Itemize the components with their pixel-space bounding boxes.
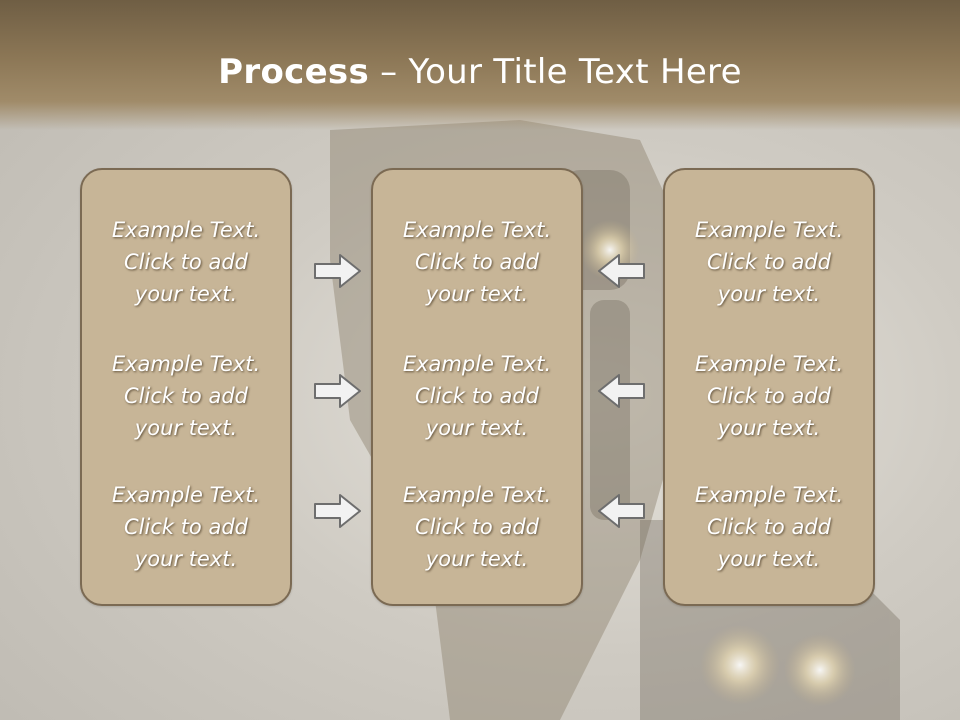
process-box-middle[interactable]: Example Text. Click to add your text. Ex… bbox=[371, 168, 583, 606]
arrow-right-icon bbox=[314, 494, 361, 528]
text-placeholder[interactable]: Example Text. Click to add your text. bbox=[694, 218, 844, 306]
slide-title[interactable]: Process – Your Title Text Here bbox=[0, 52, 960, 92]
arrow-left-icon bbox=[598, 374, 645, 408]
title-strong: Process bbox=[218, 52, 370, 92]
arrow-right-icon bbox=[314, 374, 361, 408]
arrow-left-icon bbox=[598, 494, 645, 528]
arrow-right-icon bbox=[314, 254, 361, 288]
text-placeholder[interactable]: Example Text. Click to add your text. bbox=[111, 218, 261, 306]
text-placeholder[interactable]: Example Text. Click to add your text. bbox=[694, 483, 844, 571]
process-box-left[interactable]: Example Text. Click to add your text. Ex… bbox=[80, 168, 292, 606]
text-placeholder[interactable]: Example Text. Click to add your text. bbox=[111, 352, 261, 440]
text-placeholder[interactable]: Example Text. Click to add your text. bbox=[402, 352, 552, 440]
text-placeholder[interactable]: Example Text. Click to add your text. bbox=[111, 483, 261, 571]
text-placeholder[interactable]: Example Text. Click to add your text. bbox=[694, 352, 844, 440]
title-rest: – Your Title Text Here bbox=[369, 52, 742, 92]
text-placeholder[interactable]: Example Text. Click to add your text. bbox=[402, 218, 552, 306]
text-placeholder[interactable]: Example Text. Click to add your text. bbox=[402, 483, 552, 571]
title-bar bbox=[0, 0, 960, 130]
process-box-right[interactable]: Example Text. Click to add your text. Ex… bbox=[663, 168, 875, 606]
arrow-left-icon bbox=[598, 254, 645, 288]
